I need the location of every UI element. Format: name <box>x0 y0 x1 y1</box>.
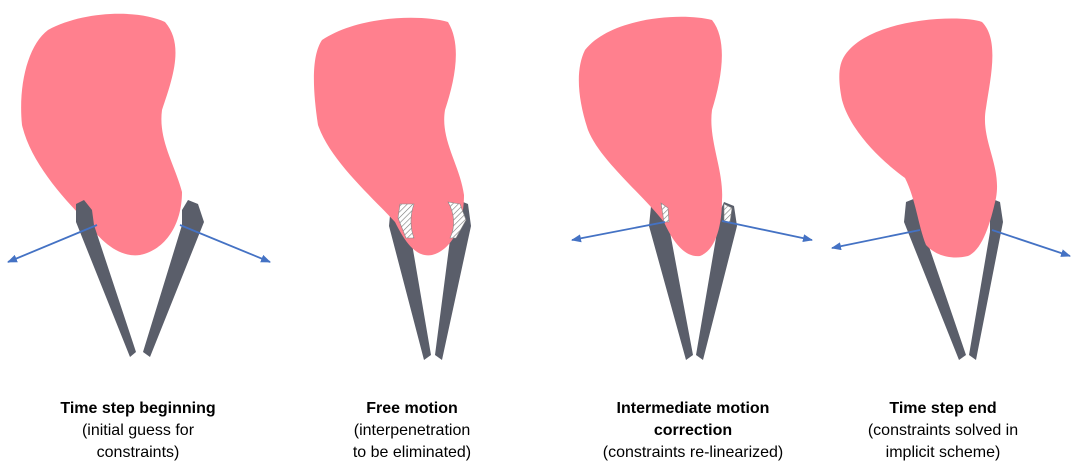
caption-title: Free motion <box>282 398 542 420</box>
caption-title: Time step end <box>813 398 1073 420</box>
soft-body-2 <box>314 18 464 256</box>
panel-4-time-step-end <box>832 19 1070 360</box>
caption-panel-2: Free motion (interpenetration to be elim… <box>282 398 542 464</box>
constraint-arrow-right-4 <box>992 230 1070 256</box>
panel-2-free-motion <box>314 18 471 360</box>
caption-desc-line1: (constraints re-linearized) <box>563 442 823 464</box>
caption-desc-line1: (interpenetration <box>282 420 542 442</box>
caption-desc-line1: (constraints solved in <box>813 420 1073 442</box>
caption-panel-1: Time step beginning (initial guess for c… <box>8 398 268 464</box>
panel-1-time-step-beginning <box>8 14 270 357</box>
constraint-arrow-left-4 <box>832 230 920 248</box>
panel-3-intermediate-correction <box>572 17 812 360</box>
caption-desc-line2: constraints) <box>8 442 268 464</box>
caption-desc-line2: to be eliminated) <box>282 442 542 464</box>
caption-panel-4: Time step end (constraints solved in imp… <box>813 398 1073 464</box>
caption-title-line1: Intermediate motion <box>563 398 823 420</box>
caption-title: Time step beginning <box>8 398 268 420</box>
soft-body-1 <box>21 14 182 256</box>
constraint-arrow-left-1 <box>8 225 97 262</box>
caption-title-line2: correction <box>563 420 823 442</box>
caption-desc-line2: implicit scheme) <box>813 442 1073 464</box>
caption-panel-3: Intermediate motion correction (constrai… <box>563 398 823 464</box>
caption-desc-line1: (initial guess for <box>8 420 268 442</box>
